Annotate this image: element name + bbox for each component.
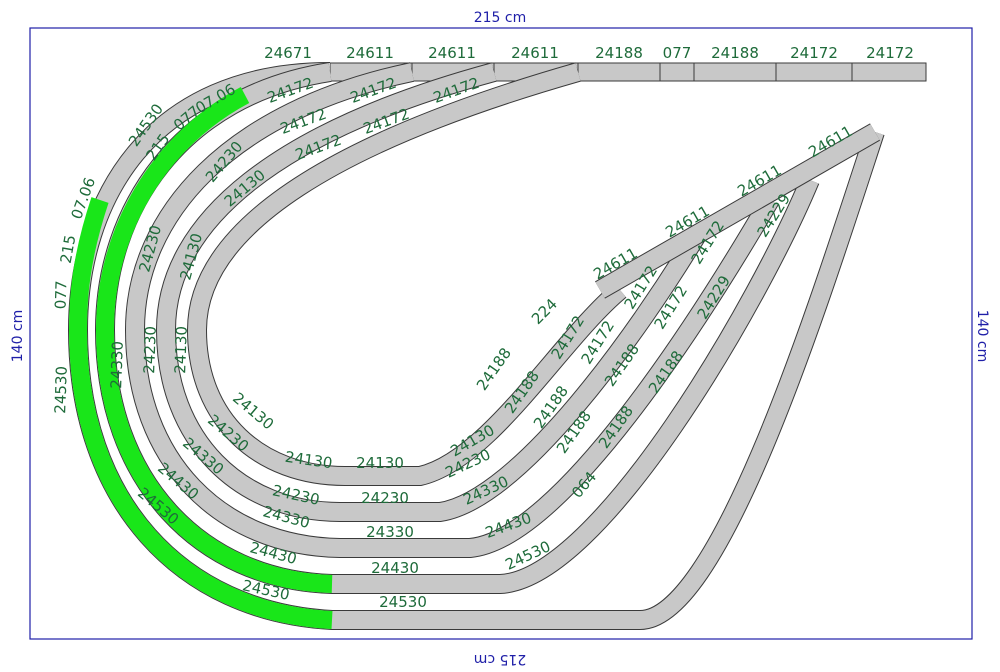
board-border [29, 27, 973, 640]
label-inner-2: 24230 [140, 326, 160, 374]
label-yard-2: 24188 [473, 344, 515, 393]
track-group [67, 62, 927, 630]
dimension-top: 215 cm [474, 10, 527, 26]
label-yard-1: 224 [528, 295, 561, 328]
label-top-2: 24611 [346, 44, 394, 62]
label-bottom-7: 24130 [356, 454, 404, 472]
label-top-1: 24671 [264, 44, 312, 62]
label-outer-6: 215 [57, 233, 80, 264]
label-outer-8: 24530 [51, 366, 71, 414]
label-top-5: 24188 [595, 44, 643, 62]
label-top-8: 24172 [790, 44, 838, 62]
dimension-left: 140 cm [10, 310, 26, 363]
label-top-4: 24611 [511, 44, 559, 62]
label-bottom-11: 24330 [366, 523, 414, 541]
top-straight-track [329, 62, 927, 82]
ring-3-track [125, 63, 778, 557]
label-inner-4: 24130 [171, 326, 191, 374]
yard-ladder-track [595, 124, 880, 298]
label-top-9: 24172 [866, 44, 914, 62]
label-bottom-9: 24230 [361, 489, 409, 507]
label-top-3: 24611 [428, 44, 476, 62]
highlighted-outer-section [68, 197, 333, 629]
ring-4-track [156, 63, 708, 521]
label-inner-1: 24330 [107, 341, 127, 389]
dimension-bottom: 215 cm [474, 651, 527, 667]
label-bottom-15: 24530 [379, 593, 427, 611]
label-top-6: 077 [663, 44, 692, 62]
label-bottom-13: 24430 [371, 559, 419, 577]
label-outer-7: 077 [52, 280, 71, 309]
dimension-right: 140 cm [974, 310, 990, 363]
highlighted-inner-section [95, 87, 333, 593]
ring-5-track [187, 63, 626, 485]
label-top-7: 24188 [711, 44, 759, 62]
